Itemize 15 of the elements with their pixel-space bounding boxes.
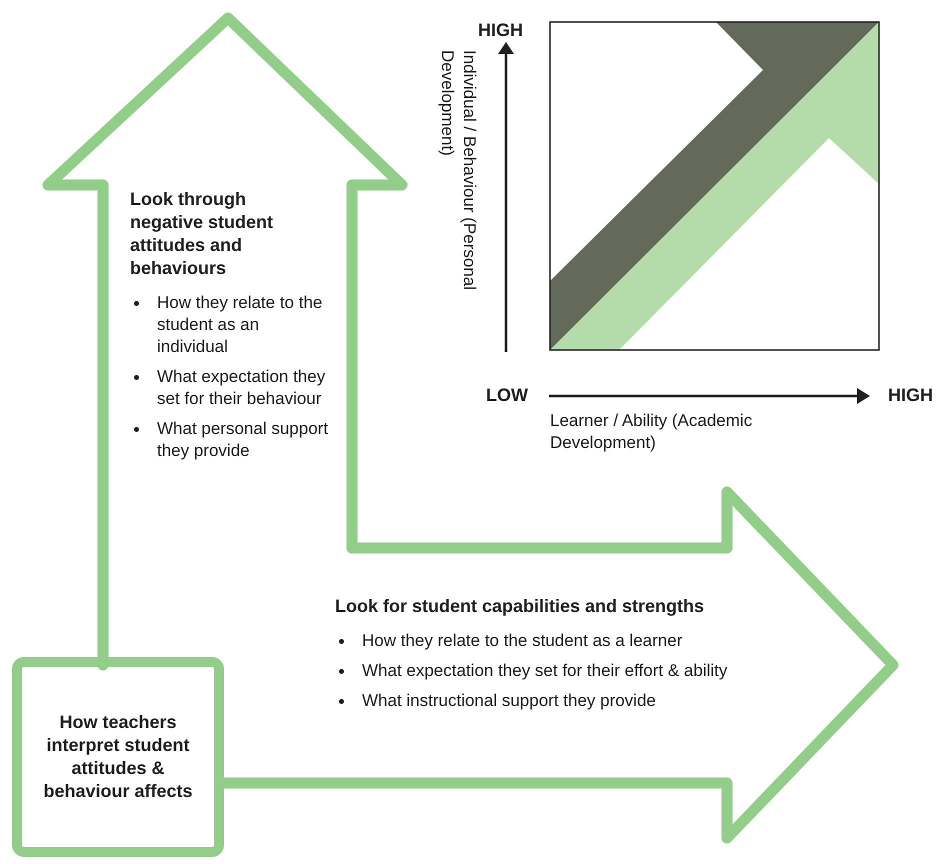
heading: Look through negative student attitudes and behaviours — [130, 188, 274, 280]
axis-label: HIGH — [478, 19, 523, 41]
box-text: How teachers interpret student attitudes & behaviour affects — [42, 711, 194, 803]
list-item: What expectation they set for their effort & ability — [362, 661, 728, 680]
axis-title: Learner / Ability (Academic Development) — [550, 410, 754, 454]
process-box — [12, 657, 224, 857]
axis-label: LOW — [486, 384, 528, 406]
list-item: What personal support they provide — [157, 419, 328, 460]
list-item: How they relate to the student as an individual — [157, 293, 322, 356]
list-item: What expectation they set for their behaviour — [157, 367, 326, 408]
axis-label: HIGH — [888, 384, 933, 406]
list-item: What instructional support they provide — [362, 691, 656, 710]
list-item: How they relate to the student as a learner — [362, 631, 682, 650]
heading: Look for student capabilities and strengths — [335, 595, 706, 618]
axis-title: Individual / Behaviour (Personal Development) — [437, 50, 480, 292]
